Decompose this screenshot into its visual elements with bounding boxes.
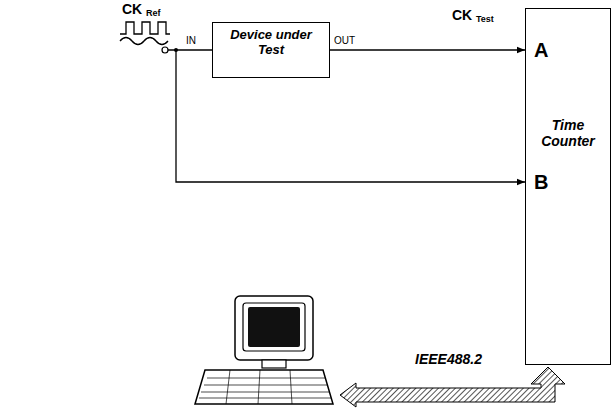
device-box: Device under Test [212, 22, 330, 78]
port-label: A [534, 40, 548, 60]
signal-name: CK [122, 2, 142, 16]
signal-wire [330, 49, 525, 50]
box-title: Time Counter [530, 117, 606, 149]
bus-arrow [340, 367, 565, 407]
keyboard-keys [199, 370, 331, 404]
port-label: B [534, 172, 548, 192]
monitor-stand [262, 360, 286, 368]
box-title: Device under Test [221, 28, 321, 58]
signal-name: Test [476, 15, 494, 24]
keyboard [195, 370, 333, 404]
square-wave-symbol [120, 22, 170, 34]
bus-label: IEEE488.2 [415, 352, 482, 366]
signal-name: IN [186, 36, 196, 46]
screen-bezel [243, 303, 305, 351]
monitor-housing [235, 296, 313, 360]
signal-name: Ref [146, 9, 161, 18]
signal-name: OUT [334, 36, 355, 46]
input-terminal [162, 47, 168, 53]
signal-name: CK [452, 8, 472, 22]
screen [248, 307, 300, 347]
sine-wave-symbol [120, 38, 168, 45]
